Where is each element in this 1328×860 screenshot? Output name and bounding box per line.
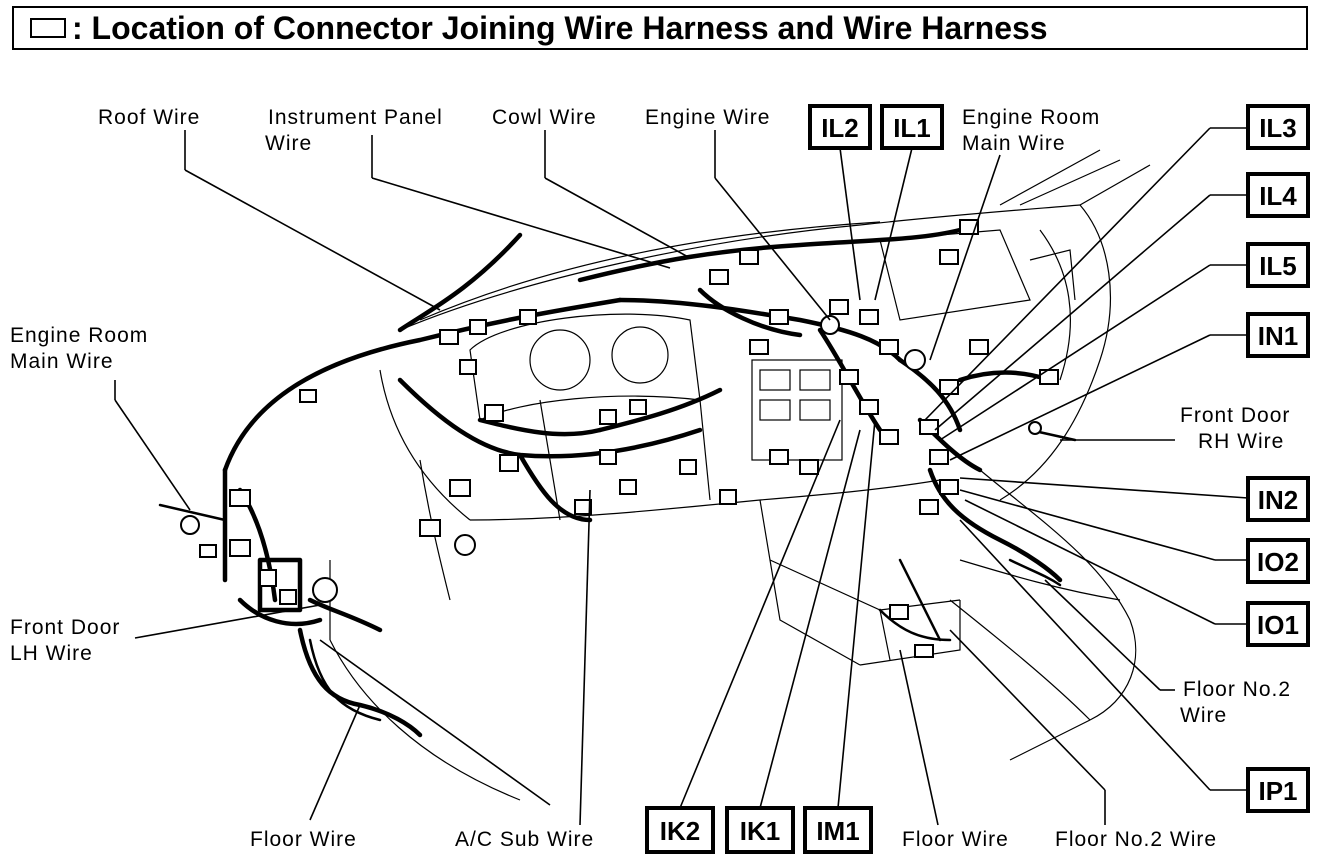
code-im1: IM1 [816,816,859,846]
code-in2: IN2 [1258,485,1298,515]
label-front-door-lh-wire-line2: LH Wire [10,642,93,665]
wire-labels: Roof Wire Instrument Panel Wire Cowl Wir… [10,106,1291,851]
label-instrument-panel-wire-line2: Wire [265,132,312,155]
code-box-in1: IN1 [1246,312,1310,358]
code-box-ik1: IK1 [725,806,795,854]
title-box-icon [30,18,66,38]
label-engine-room-main-wire-top-line1: Engine Room [962,106,1100,129]
code-il2: IL2 [821,113,859,143]
label-floor-no2-wire-right-line1: Floor No.2 [1183,678,1291,701]
label-floor-no2-wire-right-line2: Wire [1180,704,1227,727]
label-instrument-panel-wire-line1: Instrument Panel [268,106,443,129]
code-box-il5: IL5 [1246,242,1310,288]
code-box-io2: IO2 [1246,538,1310,584]
code-ik2: IK2 [660,816,700,846]
connector-code-boxes: IL2 IL1 IL3 IL4 IL5 IN1 IN2 IO2 [645,104,1310,854]
code-box-in2: IN2 [1246,476,1310,522]
code-ip1: IP1 [1258,776,1297,806]
label-floor-wire-left: Floor Wire [250,828,357,851]
label-front-door-rh-wire-line1: Front Door [1180,404,1290,427]
code-box-io1: IO1 [1246,601,1310,647]
code-box-il1: IL1 [880,104,944,150]
wire-harness-lines [158,227,1077,738]
label-roof-wire: Roof Wire [98,106,200,129]
label-engine-room-main-wire-top-line2: Main Wire [962,132,1066,155]
label-engine-room-main-wire-left-line1: Engine Room [10,324,148,347]
code-box-ip1: IP1 [1246,767,1310,813]
label-cowl-wire: Cowl Wire [492,106,597,129]
code-box-il2: IL2 [808,104,872,150]
label-front-door-lh-wire-line1: Front Door [10,616,120,639]
connector-blocks [180,219,1059,658]
label-engine-wire: Engine Wire [645,106,770,129]
page-title: : Location of Connector Joining Wire Har… [72,9,1048,46]
code-io2: IO2 [1257,547,1299,577]
code-il4: IL4 [1259,181,1297,211]
title-bar: : Location of Connector Joining Wire Har… [12,6,1308,50]
label-ac-sub-wire: A/C Sub Wire [455,828,594,851]
code-il3: IL3 [1259,113,1297,143]
code-box-il4: IL4 [1246,172,1310,218]
code-box-im1: IM1 [803,806,873,854]
label-floor-no2-wire-bottom: Floor No.2 Wire [1055,828,1217,851]
label-front-door-rh-wire-line2: RH Wire [1198,430,1284,453]
code-il1: IL1 [893,113,931,143]
code-ik1: IK1 [740,816,780,846]
code-in1: IN1 [1258,321,1298,351]
leader-lines [114,127,1249,826]
dashboard-outline [329,149,1151,801]
code-box-ik2: IK2 [645,806,715,854]
label-floor-wire-center: Floor Wire [902,828,1009,851]
label-engine-room-main-wire-left-line2: Main Wire [10,350,114,373]
code-io1: IO1 [1257,610,1299,640]
code-box-il3: IL3 [1246,104,1310,150]
code-il5: IL5 [1259,251,1297,281]
